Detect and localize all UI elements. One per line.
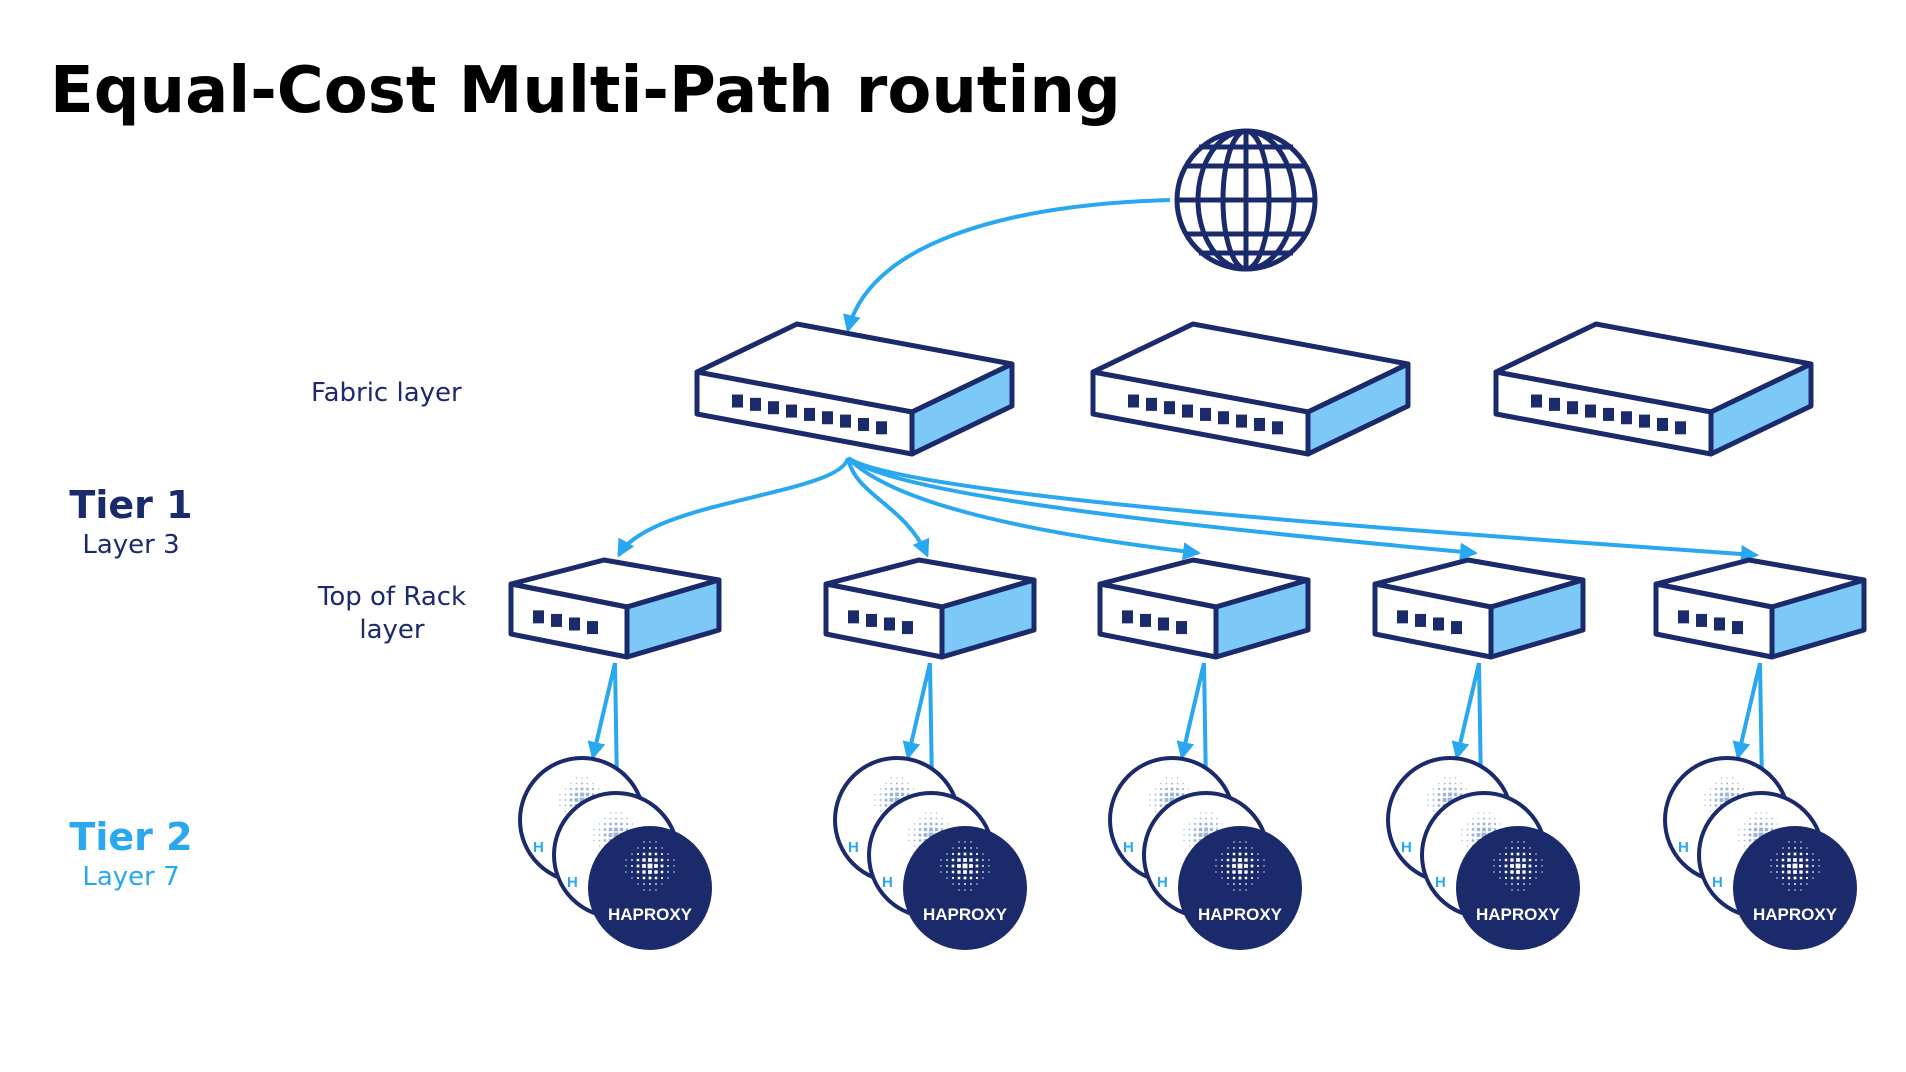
haproxy-label: HAPROXY (923, 905, 1008, 924)
tor-switch-2 (823, 557, 1037, 660)
tor-switch-5 (1653, 557, 1867, 660)
tor-switch-1 (508, 557, 722, 660)
haproxy-logo-icon: HAPROXY (1733, 826, 1857, 950)
arrow-tor-to-lb-a-3 (1176, 662, 1206, 760)
arrow-fabric-to-tor-4 (846, 456, 1478, 561)
tor-switch-4 (1372, 557, 1586, 660)
svg-text:H: H (1123, 839, 1134, 856)
fabric-switch-1 (694, 321, 1015, 457)
haproxy-stack-4: H H HAPROXY (1386, 756, 1580, 950)
haproxy-stack-3: H H HAPROXY (1108, 756, 1302, 950)
haproxy-stack-2: H H HAPROXY (833, 756, 1027, 950)
arrow-tor-to-lb-a-1 (587, 662, 617, 760)
haproxy-stack-5: H H HAPROXY (1663, 756, 1857, 950)
haproxy-label: HAPROXY (1476, 905, 1561, 924)
svg-text:H: H (1401, 839, 1412, 856)
haproxy-logo-icon: HAPROXY (588, 826, 712, 950)
fabric-layer-label: Fabric layer (311, 378, 462, 408)
haproxy-label: HAPROXY (1753, 905, 1838, 924)
arrow-tor-to-lb-a-2 (902, 662, 932, 760)
svg-text:H: H (1678, 839, 1689, 856)
svg-text:H: H (848, 839, 859, 856)
haproxy-stack-1: H H HAPROXY (518, 756, 712, 950)
svg-text:H: H (1712, 874, 1723, 891)
globe-icon (1174, 128, 1318, 272)
arrow-internet-to-fabric (843, 198, 1171, 333)
arrow-tor-to-lb-a-5 (1732, 662, 1762, 760)
svg-text:H: H (1157, 874, 1168, 891)
haproxy-label: HAPROXY (1198, 905, 1283, 924)
arrow-fabric-to-tor-1 (617, 457, 850, 558)
arrow-tor-to-lb-a-4 (1451, 662, 1481, 760)
tier1-label: Tier 1 (69, 483, 192, 527)
page-title: Equal-Cost Multi-Path routing (50, 54, 1121, 128)
fabric-switch-3 (1493, 321, 1814, 457)
arrow-fabric-to-tor-3 (846, 456, 1201, 561)
svg-text:H: H (533, 839, 544, 856)
tier1-layer-label: Layer 3 (82, 530, 179, 560)
tier2-layer-label: Layer 7 (82, 862, 179, 892)
fabric-switch-2 (1090, 321, 1411, 457)
haproxy-logo-icon: HAPROXY (1456, 826, 1580, 950)
arrow-fabric-to-tor-5 (846, 456, 1759, 563)
arrow-fabric-to-tor-2 (846, 457, 930, 558)
tor-layer-label-line2: layer (359, 615, 425, 645)
svg-text:H: H (567, 874, 578, 891)
svg-text:H: H (882, 874, 893, 891)
tier2-label: Tier 2 (69, 815, 192, 859)
svg-text:H: H (1435, 874, 1446, 891)
haproxy-label: HAPROXY (608, 905, 693, 924)
haproxy-logo-icon: HAPROXY (903, 826, 1027, 950)
tor-switch-3 (1097, 557, 1311, 660)
haproxy-logo-icon: HAPROXY (1178, 826, 1302, 950)
tor-layer-label-line1: Top of Rack (317, 582, 466, 612)
